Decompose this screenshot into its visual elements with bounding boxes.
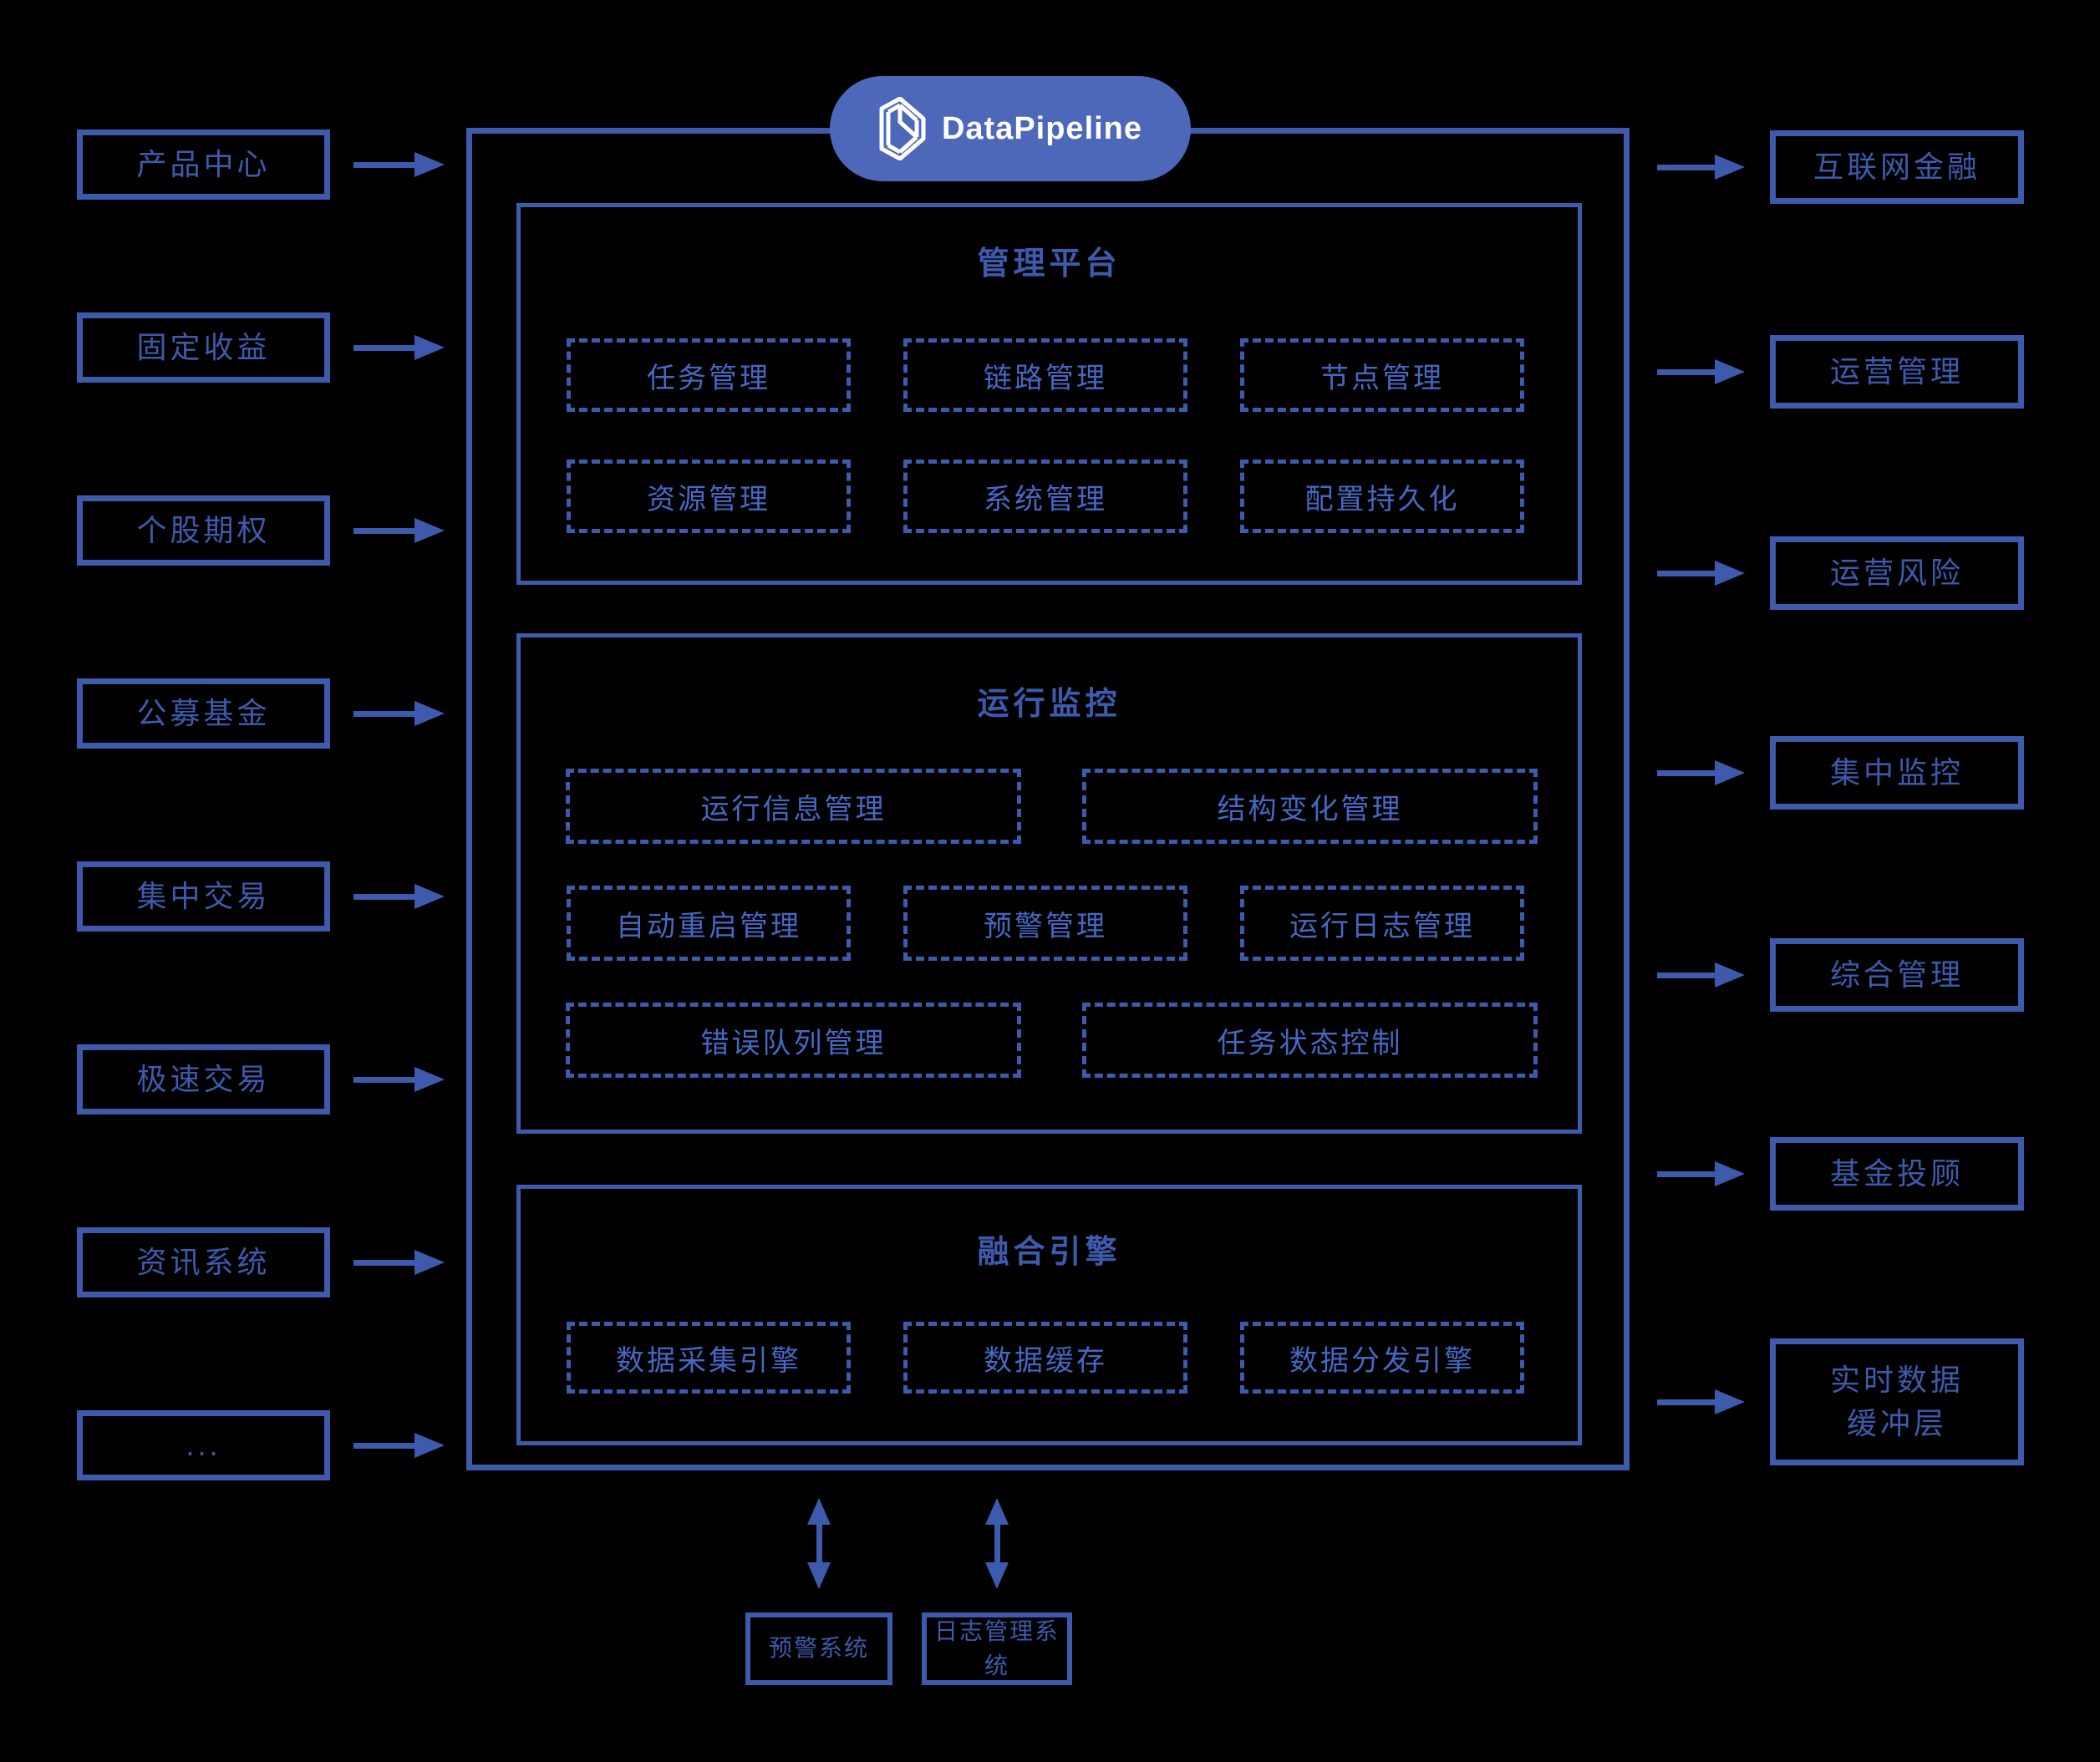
datapipeline-logo-text: DataPipeline	[941, 110, 1143, 146]
source-arrow-line	[353, 894, 416, 900]
source-arrow-head	[414, 1433, 445, 1458]
target-arrow-line	[1657, 1171, 1716, 1177]
external-system-arrow-down-head	[807, 1562, 831, 1589]
engine-module-box: 数据分发引擎	[1240, 1322, 1524, 1394]
target-arrow-line	[1657, 369, 1716, 375]
external-system-box: 日志管理系统	[922, 1612, 1072, 1685]
source-arrow-head	[414, 701, 445, 726]
source-arrow-line	[353, 711, 416, 717]
source-box: 固定收益	[77, 312, 330, 383]
source-box: 集中交易	[77, 861, 330, 932]
target-arrow-head	[1715, 155, 1745, 180]
target-arrow-head	[1715, 760, 1745, 785]
source-arrow-head	[414, 518, 445, 543]
section-management-platform: 管理平台	[516, 203, 1582, 585]
source-arrow-line	[353, 162, 416, 168]
section-title-management: 管理平台	[977, 246, 1121, 282]
target-arrow-line	[1657, 972, 1716, 978]
target-box: 基金投顾	[1770, 1137, 2024, 1211]
source-arrow-head	[414, 884, 445, 909]
source-arrow-line	[353, 345, 416, 351]
datapipeline-logo-icon	[879, 97, 926, 160]
external-system-arrow-line	[816, 1520, 822, 1567]
management-module-box: 配置持久化	[1240, 460, 1524, 533]
external-system-arrow-down-head	[985, 1562, 1009, 1589]
target-box: 运营管理	[1770, 335, 2024, 409]
source-arrow-head	[414, 335, 445, 360]
source-box: 产品中心	[77, 129, 330, 200]
monitoring-module-box: 结构变化管理	[1082, 769, 1538, 844]
target-box: 运营风险	[1770, 536, 2024, 610]
target-arrow-line	[1657, 571, 1716, 576]
source-arrow-line	[353, 528, 416, 534]
monitoring-module-box: 任务状态控制	[1082, 1003, 1538, 1078]
section-runtime-monitoring: 运行监控	[516, 633, 1582, 1134]
monitoring-module-box: 运行信息管理	[566, 769, 1021, 844]
source-box: 公募基金	[77, 678, 330, 749]
engine-module-box: 数据缓存	[903, 1322, 1187, 1394]
section-fusion-engine: 融合引擎	[516, 1185, 1582, 1445]
source-arrow-head	[414, 152, 445, 177]
target-box: 实时数据 缓冲层	[1770, 1338, 2024, 1465]
target-box: 综合管理	[1770, 938, 2024, 1012]
monitoring-module-box: 错误队列管理	[566, 1003, 1021, 1078]
source-box: 个股期权	[77, 495, 330, 566]
external-system-box: 预警系统	[745, 1612, 892, 1685]
management-module-box: 任务管理	[567, 338, 851, 412]
source-arrow-head	[414, 1067, 445, 1092]
target-arrow-head	[1715, 1161, 1745, 1186]
source-arrow-line	[353, 1443, 416, 1449]
section-title-engine: 融合引擎	[977, 1235, 1121, 1270]
target-arrow-head	[1715, 962, 1745, 988]
source-box: ...	[77, 1410, 330, 1480]
target-arrow-line	[1657, 1399, 1716, 1405]
management-module-box: 资源管理	[567, 460, 851, 533]
target-box: 集中监控	[1770, 736, 2024, 810]
management-module-box: 节点管理	[1240, 338, 1524, 412]
target-arrow-head	[1715, 1389, 1745, 1414]
management-module-box: 系统管理	[903, 460, 1187, 533]
management-module-box: 链路管理	[903, 338, 1187, 412]
engine-module-box: 数据采集引擎	[567, 1322, 851, 1394]
source-arrow-line	[353, 1260, 416, 1266]
section-title-monitoring: 运行监控	[977, 687, 1121, 722]
target-arrow-head	[1715, 359, 1745, 384]
monitoring-module-box: 运行日志管理	[1240, 886, 1524, 961]
target-arrow-head	[1715, 561, 1745, 586]
external-system-arrow-line	[994, 1520, 1000, 1567]
source-box: 资讯系统	[77, 1227, 330, 1297]
external-system-arrow-up-head	[985, 1498, 1009, 1525]
target-box: 互联网金融	[1770, 130, 2024, 204]
external-system-arrow-up-head	[807, 1498, 831, 1525]
source-box: 极速交易	[77, 1044, 330, 1115]
source-arrow-head	[414, 1250, 445, 1275]
monitoring-module-box: 自动重启管理	[567, 886, 851, 961]
source-arrow-line	[353, 1077, 416, 1083]
datapipeline-logo-pill: DataPipeline	[830, 76, 1191, 181]
monitoring-module-box: 预警管理	[903, 886, 1187, 961]
target-arrow-line	[1657, 165, 1716, 170]
target-arrow-line	[1657, 770, 1716, 776]
